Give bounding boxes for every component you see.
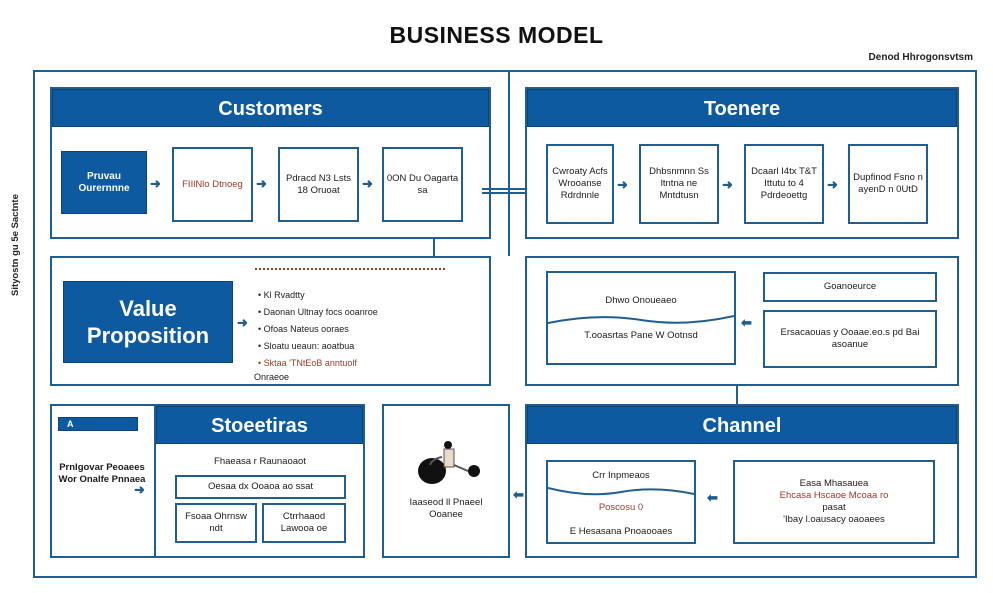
value-bullet-3: • Ofoas Nateus ooraes <box>258 324 349 334</box>
side-label: Sityostn gu 5e Sactnte <box>10 194 21 296</box>
value-bullet-4: • Sloatu ueaun: aoatbua <box>258 341 355 351</box>
value-bullet-5: • Sktaa 'TNtEoB anntuolf <box>258 358 357 368</box>
strategies-row-1: Oesaa dx Ooaoa ao ssat <box>175 475 346 499</box>
channel-right-line-3: pasat <box>822 502 846 513</box>
customers-card-2: Pdracd N3 Lsts 18 Oruoat <box>278 147 359 222</box>
strategies-row-2a: Fsoaa Ohrnsw ndt <box>175 503 257 543</box>
channel-box-top: Crr Inpmeaos <box>592 470 650 481</box>
channel-header: Channel <box>527 406 957 444</box>
value-bullet-2: • Daonan Ultnay focs ooanroe <box>258 307 378 317</box>
channel-right-line-2: Ehcasa Hscaoe Mcoaa ro <box>779 490 889 501</box>
bottom-left-tab: A <box>58 417 138 431</box>
diagram-frame <box>33 70 977 578</box>
arrow-right-icon: ➜ <box>617 177 628 192</box>
connector-line <box>736 386 738 404</box>
wave-divider <box>548 487 694 496</box>
decorative-divider <box>255 268 445 271</box>
toenere-card-3: Dcaarl I4tx T&T Ittutu to 4 Pdrdeoettg <box>744 144 824 224</box>
toenere-card-4: Dupfinod Fsno n ayenD n 0UtD <box>848 144 928 224</box>
value-footer: Onraeoe <box>254 372 290 382</box>
toenere-header: Toenere <box>527 89 957 127</box>
right-middle-box-bottom: T.ooasrtas Pane W Ootnsd <box>584 330 698 341</box>
value-proposition-box: Value Proposition <box>63 281 233 363</box>
customers-header: Customers <box>52 89 489 127</box>
channel-right-line-1: Easa Mhasauea <box>799 478 869 489</box>
arrow-right-icon: ➜ <box>256 176 267 191</box>
toenere-card-2: Dhbsnmnn Ss ltntna ne Mntdtusn <box>639 144 719 224</box>
channel-box-bottom: E Hesasana Pnoaooaes <box>569 526 673 537</box>
strategies-header: Stoeetiras <box>156 406 363 444</box>
customers-blue-box: Pruvau Ourernnne <box>61 151 147 214</box>
arrow-right-icon: ➜ <box>150 176 161 191</box>
connector-line <box>482 188 538 194</box>
arrow-left-icon: ⬅ <box>513 487 524 502</box>
page-title: BUSINESS MODEL <box>389 22 604 48</box>
connector-line <box>433 239 435 271</box>
right-middle-box-top: Dhwo Onoueaeo <box>605 295 677 306</box>
arrow-right-icon: ➜ <box>237 315 248 330</box>
strategies-caption: Fhaeasa r Raunaoaot <box>214 456 306 467</box>
arrow-right-icon: ➜ <box>827 177 838 192</box>
center-bottom-label: Iaaseod ll Pnaeel Ooanee <box>409 497 483 520</box>
channel-right-card: Easa Mhasauea Ehcasa Hscaoe Mcoaa ro pas… <box>733 460 935 544</box>
people-icon <box>412 435 484 490</box>
bottom-left-text: Prnlgovar Peoaees Wor Onalfe Pnnaea <box>58 462 146 485</box>
right-middle-bottom-card: Ersacaouas y Ooaae.eo.s pd Bai asoanue <box>763 310 937 368</box>
arrow-right-icon: ➜ <box>722 177 733 192</box>
channel-box-mid: Poscosu 0 <box>598 502 644 513</box>
wave-divider <box>548 315 734 324</box>
page-subtitle: Denod Hhrogonsvtsm <box>868 52 973 63</box>
toenere-card-1: Cwroaty Acfs Wrooanse Rdrdnnle <box>546 144 614 224</box>
arrow-right-icon: ➜ <box>134 482 145 497</box>
center-bottom-panel <box>382 404 510 558</box>
strategies-row-2b: Ctrrhaaod Lawooa oe <box>262 503 346 543</box>
right-middle-process-box <box>546 271 736 365</box>
frame-divider <box>508 70 510 256</box>
channel-process-box <box>546 460 696 544</box>
channel-right-line-4: 'Ibay l.oausacy oaoaees <box>783 514 885 525</box>
right-middle-top-card: Goanoeurce <box>763 272 937 302</box>
arrow-right-icon: ➜ <box>362 176 373 191</box>
arrow-left-icon: ⬅ <box>707 490 718 505</box>
value-bullet-1: • Kl Rvadtty <box>258 290 305 300</box>
arrow-left-icon: ⬅ <box>741 315 752 330</box>
customers-card-1: FIIlNlo Dtnoeg <box>172 147 253 222</box>
customers-card-3: 0ON Du Oagarta sa <box>382 147 463 222</box>
